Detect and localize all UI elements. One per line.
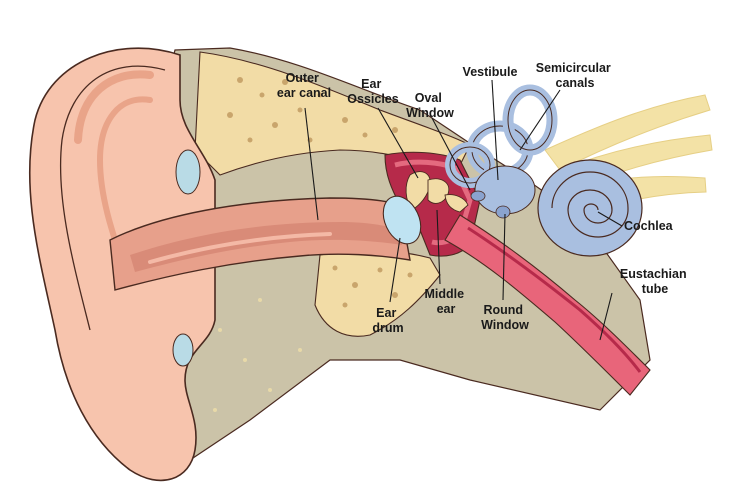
label-oval-window-line2: Window — [406, 106, 454, 120]
label-middle-ear-line1: Middle — [424, 287, 464, 301]
label-ear-ossicles-line1: Ear — [361, 77, 381, 91]
label-ear-drum: Ear drum — [372, 306, 403, 335]
label-vestibule: Vestibule — [463, 65, 518, 79]
semicircular-canals — [445, 84, 558, 188]
helix-shadow — [74, 70, 154, 144]
label-ear-drum-line1: Ear — [376, 306, 396, 320]
eustachian-tube-inner — [467, 226, 642, 373]
label-outer-ear-canal: Outer ear canal — [277, 71, 331, 100]
leader-lines — [304, 79, 623, 341]
label-semicircular-canals-line1: Semicircular — [536, 61, 611, 75]
label-oval-window-line1: Oval — [415, 91, 442, 105]
label-round-window-line1: Round — [483, 303, 523, 317]
label-eustachian-tube-line1: Eustachian — [620, 267, 687, 281]
label-ear-ossicles: Ear Ossicles — [347, 77, 398, 106]
label-ear-ossicles-line2: Ossicles — [347, 92, 398, 106]
lower-cartilage — [172, 333, 194, 367]
label-outer-ear-canal-line2: ear canal — [277, 86, 331, 100]
ear-canal-highlight — [148, 232, 332, 264]
label-outer-ear-canal-line1: Outer — [286, 71, 319, 85]
cochlea — [537, 159, 643, 257]
upper-cartilage — [175, 149, 201, 195]
label-eustachian-tube-line2: tube — [642, 282, 668, 296]
label-round-window-line2: Window — [481, 318, 529, 332]
oval-window — [470, 190, 486, 202]
helix-fold — [59, 65, 166, 331]
ossicles — [405, 171, 469, 213]
label-middle-ear: Middle ear — [424, 287, 467, 316]
label-semicircular-canals: Semicircular canals — [536, 61, 615, 90]
eustachian-tube — [444, 214, 651, 396]
label-middle-ear-line2: ear — [437, 302, 456, 316]
bone-speckles — [227, 77, 413, 308]
ear-canal-deep — [130, 222, 402, 272]
label-ear-drum-line2: drum — [372, 321, 403, 335]
middle-ear-lining — [394, 159, 473, 246]
round-window — [495, 205, 511, 219]
label-round-window: Round Window — [481, 303, 529, 332]
label-semicircular-canals-line2: canals — [556, 76, 595, 90]
eardrum — [382, 195, 422, 245]
label-oval-window: Oval Window — [406, 91, 454, 120]
label-cochlea: Cochlea — [624, 219, 674, 233]
label-eustachian-tube: Eustachian tube — [620, 267, 690, 296]
